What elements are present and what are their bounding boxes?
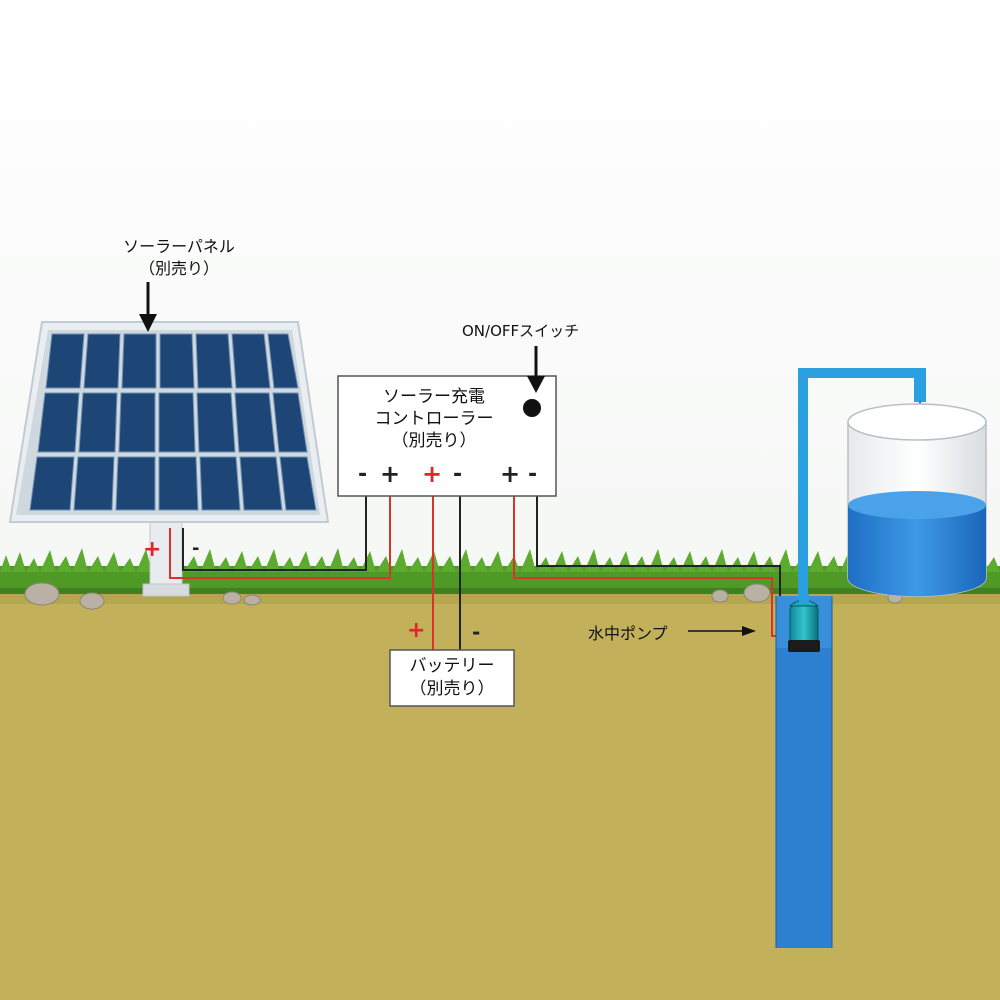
- panel-positive-wire: [169, 493, 391, 579]
- battery-box: [389, 649, 515, 707]
- battery-positive-terminal: +: [407, 618, 426, 643]
- on-off-switch-knob: [523, 399, 541, 417]
- water-tank: [847, 403, 987, 598]
- panel-wires: [169, 493, 391, 579]
- pump-label: 水中ポンプ: [588, 624, 668, 643]
- battery-negative-terminal: -: [472, 620, 481, 644]
- charge-controller-title-line1: ソーラー充電: [383, 387, 485, 407]
- solar-panel-label: ソーラーパネル （別売り）: [104, 236, 254, 280]
- water-pipe: [798, 368, 926, 600]
- battery-title: バッテリー: [409, 656, 495, 676]
- charge-controller-box: [337, 375, 557, 497]
- panel-negative-wire: [182, 493, 367, 571]
- controller-battery-negative-terminal: -: [453, 462, 463, 487]
- charge-controller-note: （別売り）: [391, 431, 477, 451]
- solar-panel-title: ソーラーパネル: [123, 237, 235, 256]
- solar-panel-post: [142, 521, 190, 597]
- controller-load-positive-terminal: +: [500, 460, 521, 488]
- arrow-right-icon: [742, 626, 756, 636]
- submersible-pump: [788, 594, 820, 652]
- battery-note: （別売り）: [409, 679, 495, 699]
- solar-panel-note: （別売り）: [138, 259, 219, 278]
- battery-label: バッテリー （別売り）: [390, 655, 514, 701]
- controller-battery-positive-terminal: +: [422, 460, 443, 488]
- controller-panel-positive-terminal: +: [380, 460, 401, 488]
- arrow-down-icon: [527, 376, 545, 393]
- battery-wires: [432, 493, 461, 650]
- charge-controller-title-line2: コントローラー: [374, 409, 494, 429]
- controller-load-negative-terminal: -: [528, 462, 538, 487]
- controller-panel-negative-terminal: -: [358, 462, 368, 487]
- panel-positive-terminal: +: [143, 537, 162, 562]
- solar-panel: [8, 321, 330, 523]
- arrow-down-icon: [139, 314, 157, 332]
- label-arrows: [139, 282, 756, 636]
- charge-controller-label: ソーラー充電 コントローラー （別売り）: [350, 386, 518, 452]
- switch-label: ON/OFFスイッチ: [462, 322, 580, 340]
- panel-negative-terminal: -: [192, 538, 200, 559]
